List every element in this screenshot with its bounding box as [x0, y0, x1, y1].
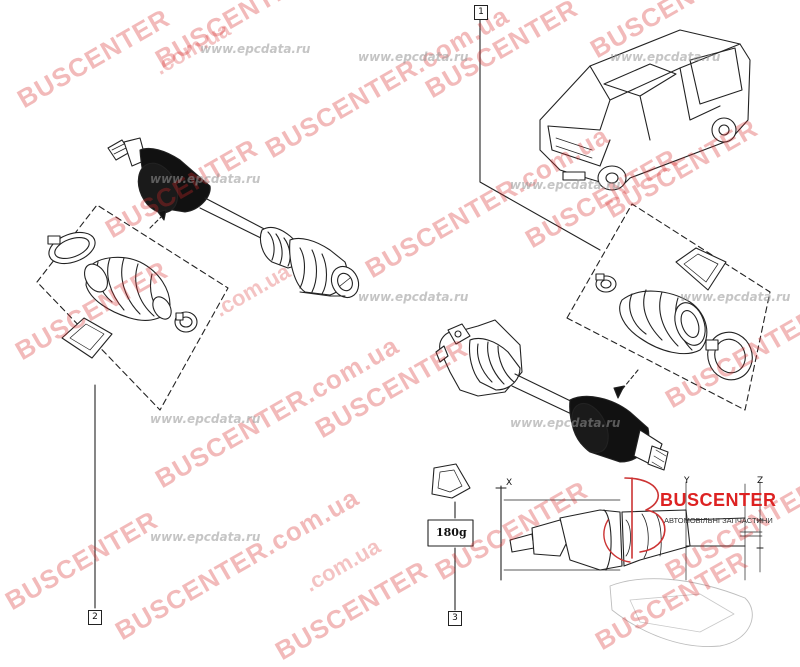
grease-sachet-3 [431, 463, 471, 499]
dimension-y-label: Y [684, 476, 690, 486]
dimension-z-label: Z [757, 476, 764, 486]
left-kit-parts [47, 231, 198, 359]
callout-1: 1 [474, 5, 488, 20]
van-illustration [539, 29, 751, 191]
dimension-x-label: X [506, 478, 513, 488]
buscenter-logo-mark [603, 477, 753, 648]
left-driveshaft [107, 137, 360, 299]
right-kit-parts [595, 247, 753, 381]
right-driveshaft [435, 319, 669, 471]
grease-qty-box [427, 519, 474, 547]
callout-1-leader [479, 17, 601, 251]
logo-subtitle: АВТОМОБІЛЬНІ ЗАПЧАСТИНИ [664, 516, 773, 525]
dimension-schematic [495, 481, 764, 581]
right-arrow [613, 385, 625, 399]
logo-title: BUSCENTER [660, 490, 777, 510]
right-kit-box [566, 203, 771, 411]
grease-quantity-label: 180g [436, 526, 467, 539]
callout-3: 3 [448, 611, 462, 626]
callout-2: 2 [88, 610, 102, 625]
left-kit-box [36, 204, 229, 411]
left-arrow [157, 209, 167, 221]
